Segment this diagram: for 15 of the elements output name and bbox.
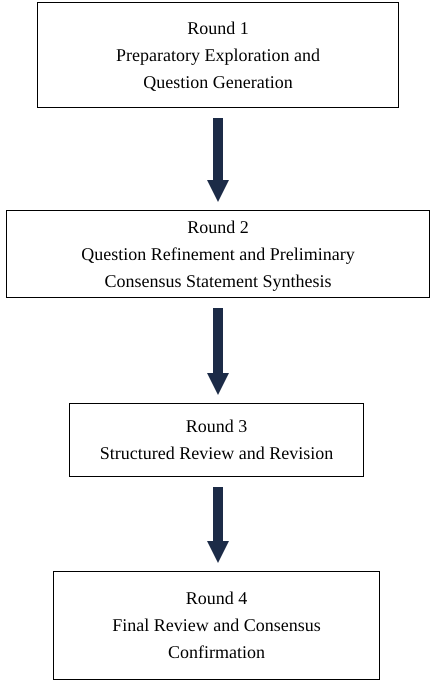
round-heading: Round 3	[186, 415, 248, 438]
round-description: Preparatory Exploration and Question Generation	[115, 44, 321, 94]
arrow	[207, 118, 229, 202]
round-heading: Round 1	[187, 16, 249, 40]
arrow	[207, 487, 229, 563]
round-description: Question Refinement and Preliminary Consensus Statement Synthesis	[80, 242, 356, 293]
round-heading: Round 2	[187, 216, 249, 238]
round-description: Final Review and Consensus Confirmation	[111, 614, 322, 664]
process-box	[69, 403, 364, 477]
process-box	[37, 2, 399, 108]
process-box	[53, 571, 380, 680]
round-heading: Round 4	[186, 587, 248, 610]
arrow	[207, 308, 229, 395]
round-description: Structured Review and Revision	[100, 442, 334, 465]
process-box	[6, 210, 430, 298]
